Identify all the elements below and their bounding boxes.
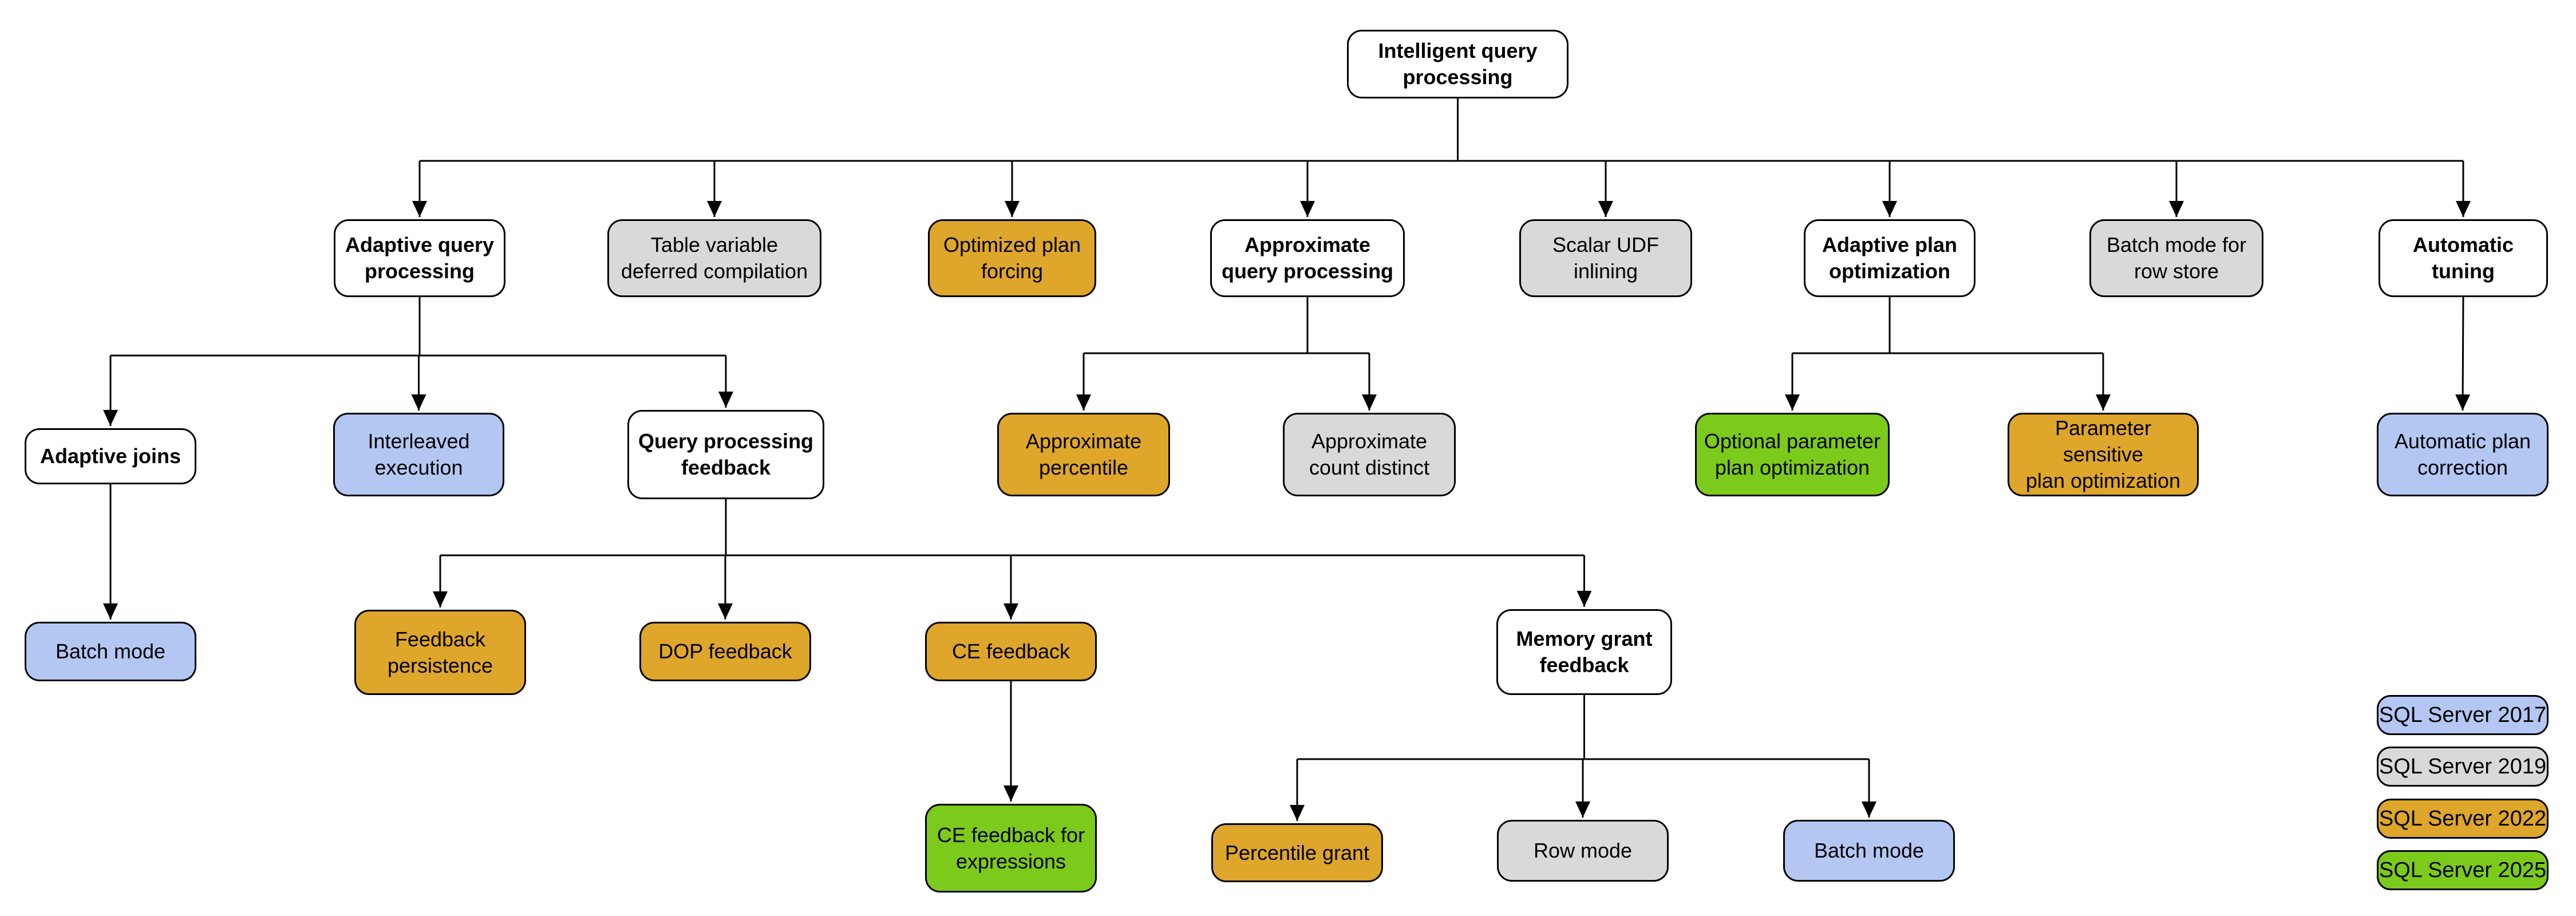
node-approximate-percentile: Approximate percentile [997,413,1170,496]
edge-bus-mgf [1297,695,1869,760]
legend-item-sql-server-2022: SQL Server 2022 [2377,799,2549,839]
edge-bus-qpf [440,499,1585,556]
edge-bus-iqp [420,98,2463,162]
node-dop-feedback: DOP feedback [639,622,811,681]
node-batch-mode: Batch mode [25,622,196,681]
node-feedback-persistence: Feedback persistence [354,610,526,695]
edge-bus-aqp [110,297,726,357]
legend-item-sql-server-2017: SQL Server 2017 [2377,695,2549,735]
node-interleaved-execution: Interleaved execution [333,413,504,496]
node-intelligent-query-processing: Intelligent query processing [1347,30,1568,98]
node-adaptive-joins: Adaptive joins [25,428,196,484]
node-optional-parameter-plan-optimization: Optional parameter plan optimization [1695,413,1890,496]
node-approximate-query-processing: Approximate query processing [1210,219,1405,297]
legend-item-sql-server-2025: SQL Server 2025 [2377,850,2549,890]
node-adaptive-plan-optimization: Adaptive plan optimization [1804,219,1976,297]
node-batch-mode: Batch mode [1783,820,1955,882]
legend-item-sql-server-2019: SQL Server 2019 [2377,747,2549,787]
edge-bus-aproc [1084,297,1369,354]
node-memory-grant-feedback: Memory grant feedback [1496,609,1672,695]
edge-bus-apo [1792,297,2103,354]
node-query-processing-feedback: Query processing feedback [627,410,824,499]
node-adaptive-query-processing: Adaptive query processing [334,219,505,297]
node-ce-feedback: CE feedback [925,622,1097,681]
node-optimized-plan-forcing: Optimized plan forcing [928,219,1096,297]
node-batch-mode-for-row-store: Batch mode for row store [2089,219,2263,297]
node-table-variable-deferred-compilation: Table variable deferred compilation [607,219,821,297]
node-percentile-grant: Percentile grant [1211,823,1383,882]
node-row-mode: Row mode [1497,820,1669,882]
node-scalar-udf-inlining: Scalar UDF inlining [1519,219,1692,297]
node-approximate-count-distinct: Approximate count distinct [1283,413,1456,496]
node-parameter-sensitive-plan-optimization: Parameter sensitive plan optimization [2008,413,2199,496]
node-automatic-tuning: Automatic tuning [2379,219,2548,297]
node-automatic-plan-correction: Automatic plan correction [2377,413,2549,496]
node-ce-feedback-for-expressions: CE feedback for expressions [925,804,1097,893]
